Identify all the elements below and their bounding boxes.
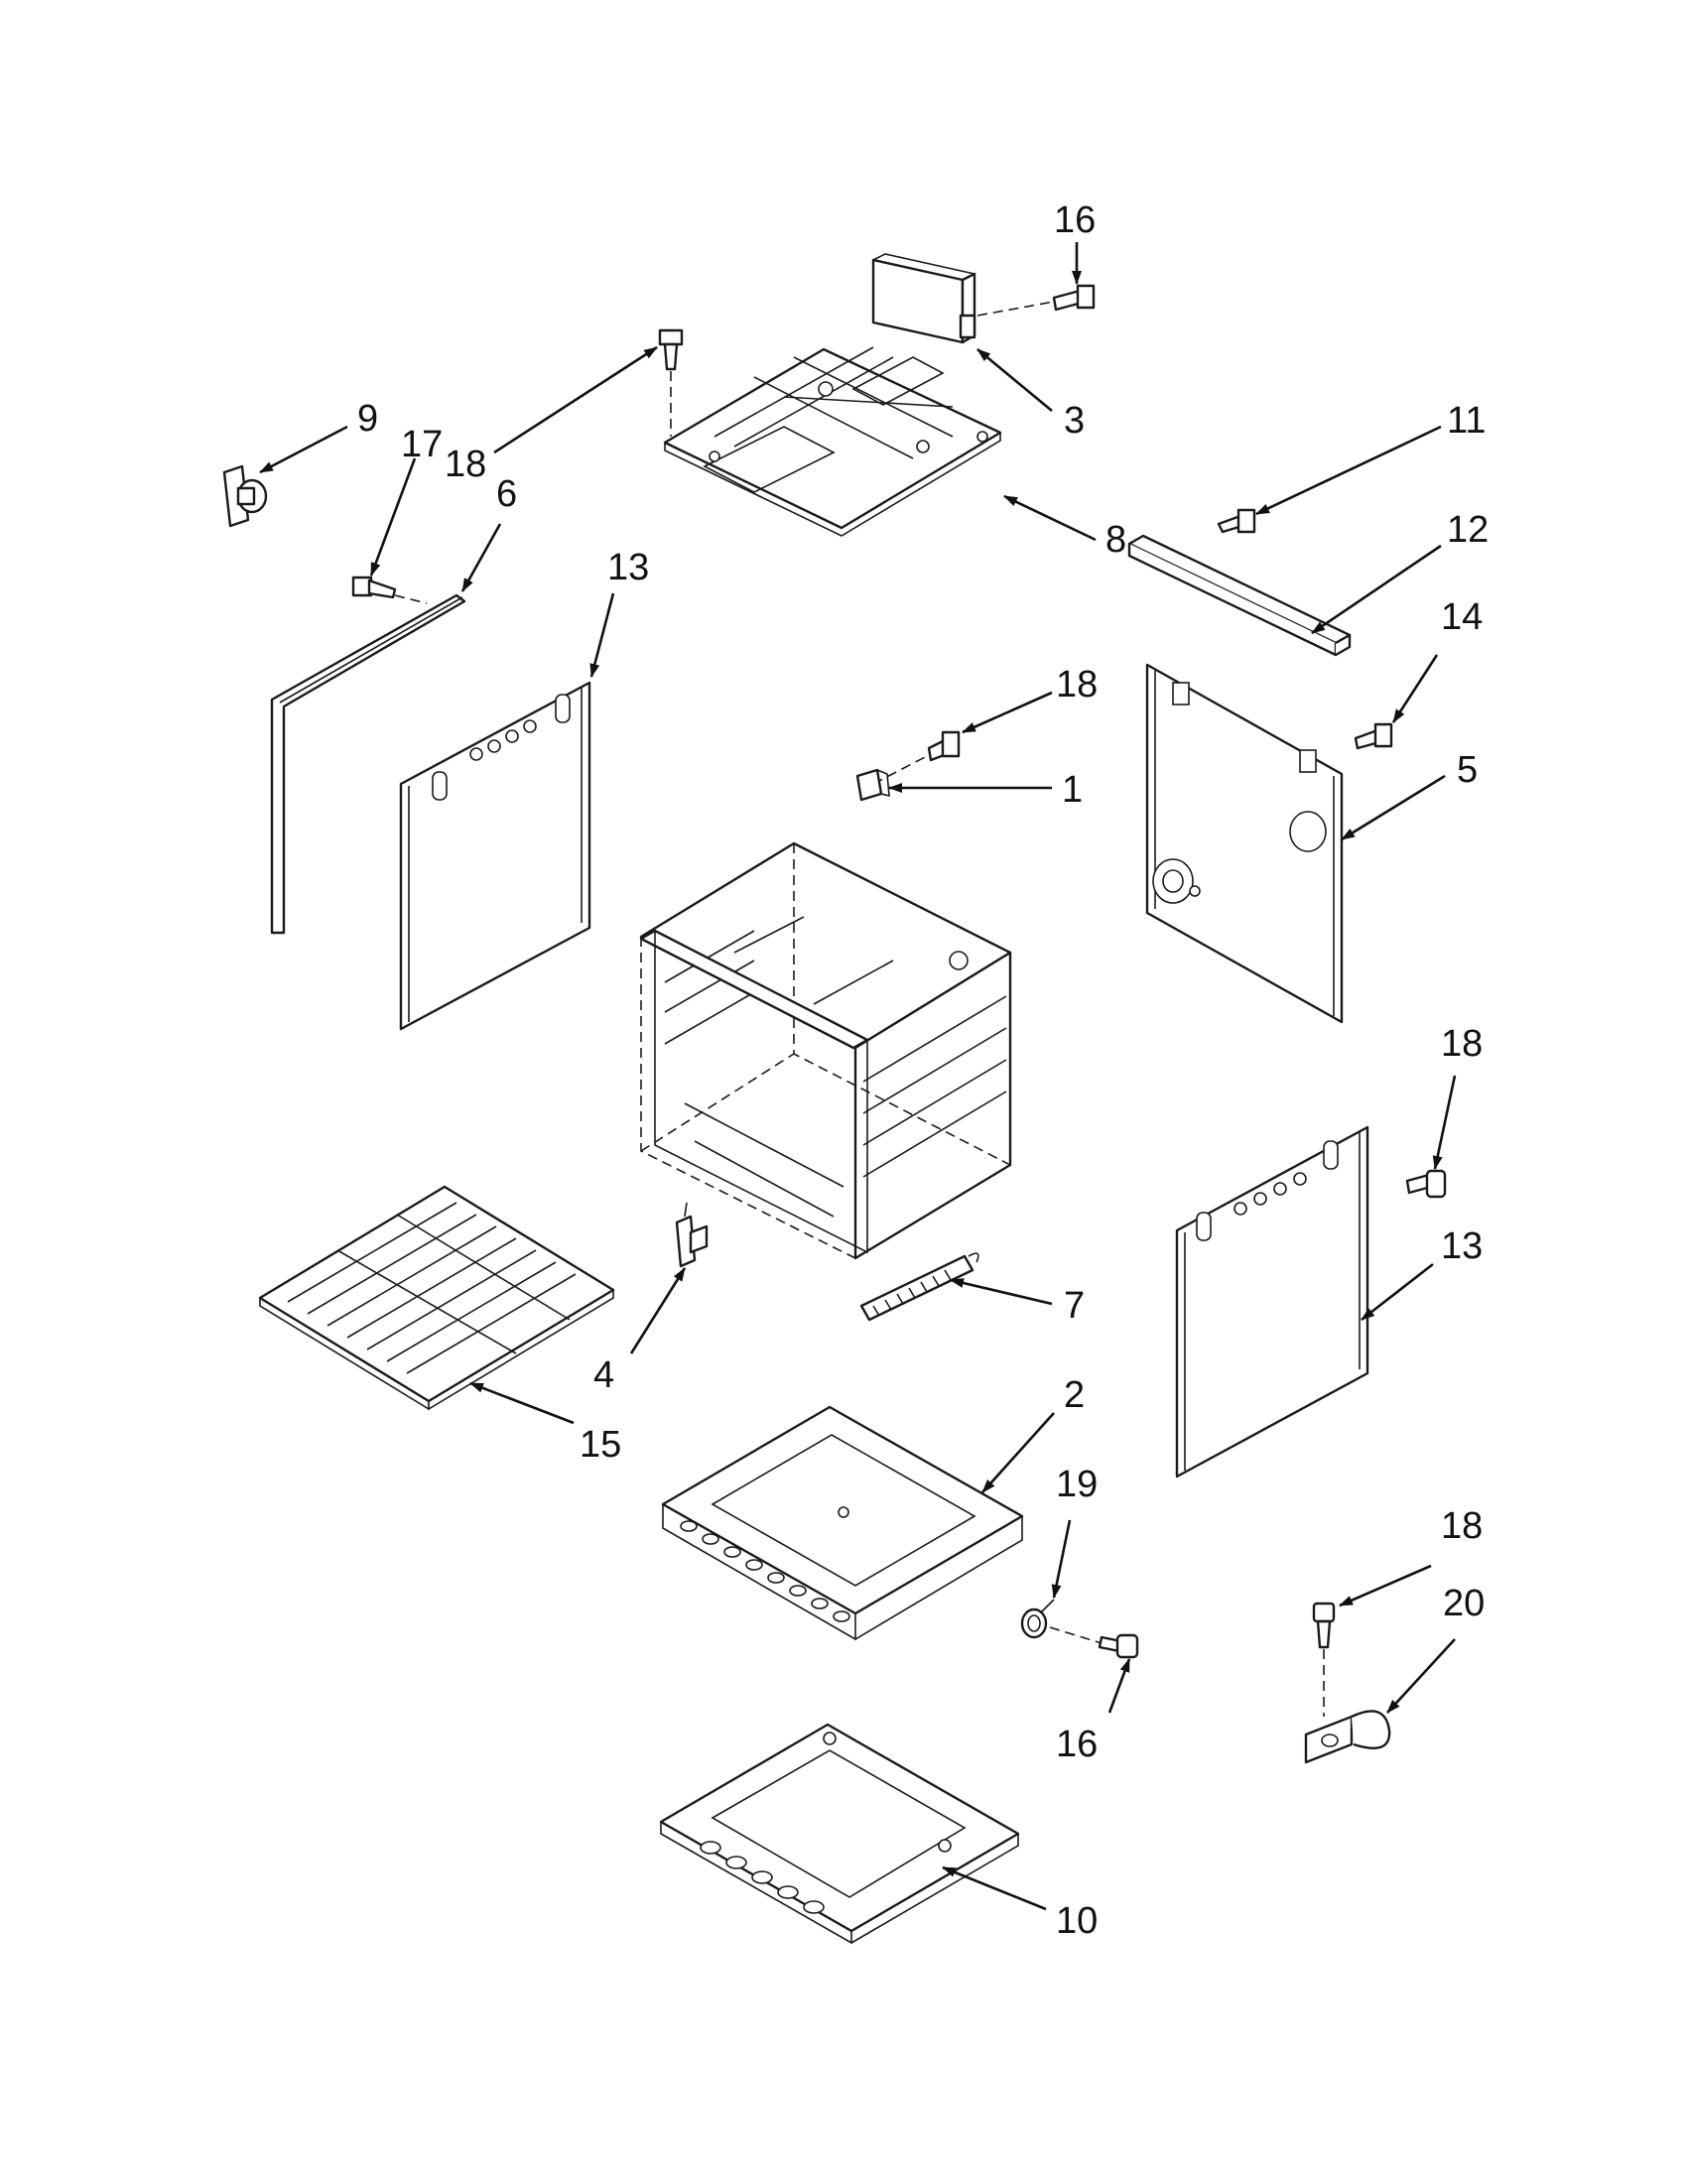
part-6-trim	[270, 593, 466, 935]
part-20-clamp	[1304, 1710, 1391, 1764]
callout-9: 9	[357, 398, 378, 440]
part-13-right-panel	[1175, 1125, 1369, 1478]
part-18-screw-right	[1405, 1169, 1447, 1199]
callout-20: 20	[1443, 1583, 1485, 1624]
callout-7: 7	[1064, 1285, 1085, 1327]
part-3-panel	[871, 253, 976, 344]
part-1-clip	[855, 768, 890, 802]
callout-13-right: 13	[1441, 1225, 1483, 1267]
leader-lines	[259, 242, 1457, 1911]
callout-2: 2	[1064, 1374, 1085, 1416]
callout-15: 15	[580, 1424, 621, 1466]
part-11-screw	[1217, 508, 1256, 534]
part-4-latch	[675, 1202, 709, 1268]
callout-10: 10	[1056, 1900, 1098, 1942]
part-10-bottom-frame	[659, 1723, 1020, 1945]
callout-18-top: 18	[445, 444, 486, 485]
callout-18-mid: 18	[1056, 664, 1098, 706]
part-14-screw	[1354, 722, 1393, 750]
callout-18-bottom: 18	[1441, 1505, 1483, 1547]
part-2-bottom-tray	[661, 1405, 1024, 1641]
callout-labels: 16 3 18 8 9 17 6 11 12 14 13 18 1 5 18 1…	[357, 199, 1489, 1942]
part-17-screw	[351, 576, 428, 604]
callout-1: 1	[1062, 769, 1083, 811]
callout-13-left: 13	[607, 547, 649, 588]
part-9-bracket	[222, 464, 268, 528]
part-19-coil	[1020, 1599, 1103, 1644]
part-16-screw-top	[976, 284, 1096, 317]
part-7-spring	[859, 1252, 979, 1322]
part-8-top-plate	[663, 346, 1002, 537]
callout-14: 14	[1441, 596, 1483, 638]
part-13-left-panel	[399, 681, 591, 1031]
callout-16-bottom: 16	[1056, 1724, 1098, 1765]
callout-16-top: 16	[1054, 199, 1096, 241]
part-18-screw-plate	[658, 328, 684, 437]
part-15-oven-rack	[258, 1185, 615, 1411]
part-12-rail	[1127, 534, 1352, 657]
callout-18-right: 18	[1441, 1023, 1483, 1065]
callout-4: 4	[593, 1354, 614, 1396]
part-18-screw-mid	[872, 730, 961, 785]
callout-11: 11	[1447, 400, 1486, 442]
part-18-screw-bottom-right	[1312, 1602, 1336, 1717]
part-16-screw-bottom	[1098, 1633, 1139, 1659]
callout-6: 6	[496, 473, 517, 515]
callout-3: 3	[1064, 400, 1085, 442]
part-5-back-panel	[1145, 663, 1344, 1024]
oven-cavity-frame	[639, 841, 1012, 1260]
callout-17: 17	[401, 424, 443, 465]
callout-12: 12	[1447, 509, 1489, 551]
callout-8: 8	[1105, 519, 1126, 561]
callout-5: 5	[1457, 749, 1478, 791]
callout-19: 19	[1056, 1464, 1098, 1505]
